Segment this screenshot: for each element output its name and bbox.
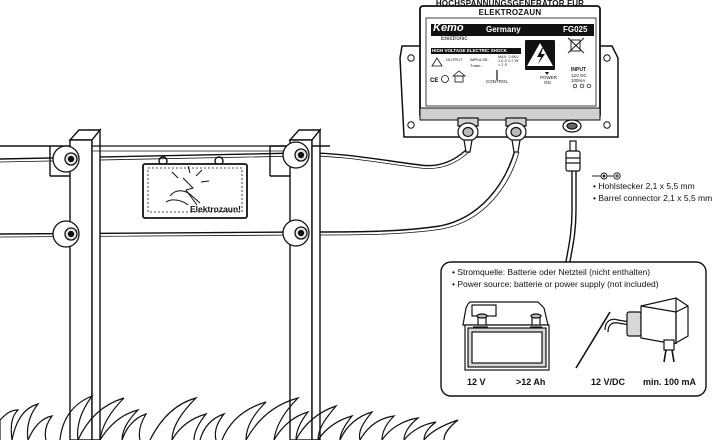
lightning-icon: [537, 48, 545, 64]
battery-icon: [462, 301, 550, 371]
sign-hand-icon: [165, 165, 210, 206]
battery-voltage: 12 V: [467, 377, 486, 387]
dc-plug: [565, 140, 581, 172]
label-max3: < 2 S: [498, 63, 507, 67]
label-max: MAX. 2.6KV: [498, 55, 519, 59]
output-terminal-right: [505, 117, 527, 153]
warning-banner: HIGH VOLTAGE ELECTRIC SHOCK: [432, 48, 507, 53]
label-tmax: Tmax.:: [470, 63, 483, 68]
insulator-right-bottom: [282, 219, 310, 247]
connector-info-en: • Barrel connector 2,1 x 5,5 mm: [593, 193, 713, 203]
label-input-voltage: 12V DC: [571, 73, 587, 78]
battery-minus-terminal: [476, 313, 488, 326]
device-title-line2: ELEKTROZAUN: [478, 8, 542, 17]
label-impulse: IMPULSE:: [470, 57, 489, 62]
output-warning-icon: [431, 57, 443, 67]
label-power: POWER: [540, 75, 558, 80]
recycle-icon: [441, 75, 449, 83]
power-source-en: • Power source: batterie or power supply…: [452, 279, 659, 289]
label-max2: 1.5 J/ 0.7 W: [498, 59, 519, 63]
connector-polarity-icon: [592, 172, 621, 180]
device-title-line1: HOCHSPANNUNGSGENERATOR FÜR: [435, 0, 585, 8]
sign-text: Elektrozaun!: [190, 204, 242, 214]
battery-plus-terminal: [530, 313, 542, 326]
power-adapter-icon: [604, 297, 689, 363]
warning-sign: [142, 156, 248, 219]
fence-post-right: [0, 128, 330, 440]
polarity-icon: [572, 83, 592, 89]
label-on: ON: [544, 80, 551, 85]
option-separator: [575, 311, 611, 369]
fence-wires: [0, 149, 520, 238]
insulator-right-top: [282, 141, 310, 169]
device-model: FG025: [563, 25, 588, 34]
label-input: INPUT: [571, 67, 586, 73]
power-led-icon: [545, 72, 549, 75]
mounting-screws: [407, 54, 611, 129]
grass: [0, 394, 459, 440]
brand-sub: Electronic: [441, 36, 468, 42]
ce-mark: CE: [430, 78, 438, 84]
insulators: [52, 141, 310, 248]
device-country: Germany: [486, 25, 521, 34]
output-terminal-left: [457, 117, 479, 153]
power-source-de: • Stromquelle: Batterie oder Netzteil (n…: [452, 267, 651, 277]
insulator-left-top: [52, 145, 80, 173]
adapter-current: min. 100 mA: [643, 377, 697, 387]
label-input-current: 100mA: [571, 78, 586, 83]
indoor-icon: [451, 70, 467, 83]
generator-device: CE: [399, 5, 619, 153]
label-output: OUTPUT: [446, 57, 463, 62]
brand-logo: Kemo: [433, 22, 464, 34]
adapter-voltage: 12 V/DC: [591, 377, 626, 387]
battery-capacity: >12 Ah: [516, 377, 546, 387]
connector-info-de: • Hohlstecker 2,1 x 5,5 mm: [593, 181, 695, 191]
insulator-left-bottom: [52, 220, 80, 248]
weee-icon: [567, 37, 585, 54]
label-control: CONTROL: [486, 79, 509, 84]
power-cable: [564, 168, 577, 271]
input-socket: [562, 119, 582, 133]
